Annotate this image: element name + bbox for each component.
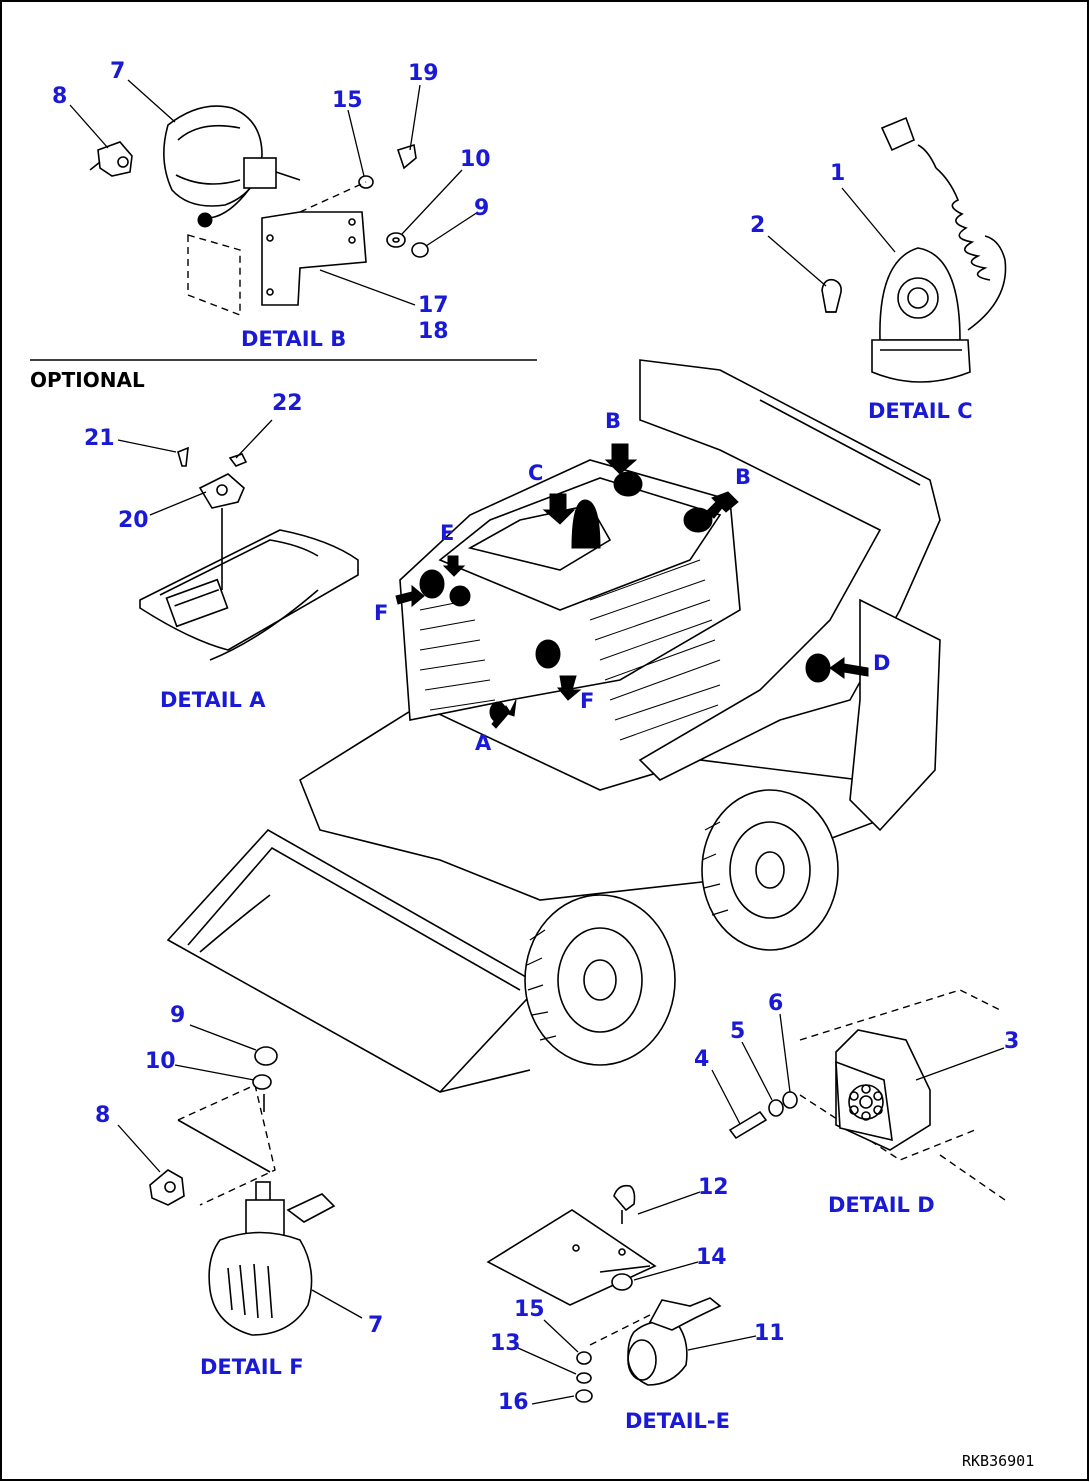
detail-e-drawing [486, 1184, 757, 1405]
callout-d-6: 6 [768, 991, 783, 1016]
locator-a: A [475, 731, 492, 755]
detail-c-caption: DETAIL C [868, 399, 973, 423]
detail-b-caption: DETAIL B [241, 327, 346, 351]
callout-d-4: 4 [694, 1047, 709, 1072]
locator-c: C [528, 461, 543, 485]
detail-e-caption: DETAIL-E [625, 1409, 730, 1433]
callout-e-15: 15 [514, 1297, 545, 1322]
detail-a-caption: DETAIL A [160, 688, 266, 712]
locator-d: D [873, 651, 890, 675]
callout-f-9: 9 [170, 1003, 185, 1028]
image-code: RKB36901 [962, 1452, 1034, 1470]
detail-d-drawing [711, 989, 1006, 1201]
locator-b-upper: B [605, 409, 621, 433]
detail-a-drawing [117, 419, 359, 661]
detail-b-drawing [69, 79, 479, 317]
callout-e-14: 14 [696, 1245, 727, 1270]
detail-c-drawing [767, 116, 1007, 383]
callout-e-11: 11 [754, 1321, 785, 1346]
callout-e-13: 13 [490, 1331, 521, 1356]
callout-f-7: 7 [368, 1313, 383, 1338]
detail-f-drawing [117, 1024, 363, 1336]
callout-f-10: 10 [145, 1049, 176, 1074]
locator-f-right: F [580, 689, 594, 713]
callout-c-2: 2 [750, 213, 765, 238]
callout-d-3: 3 [1004, 1029, 1019, 1054]
callout-a-20: 20 [118, 508, 149, 533]
callout-d-5: 5 [730, 1019, 745, 1044]
callout-b-17: 17 [418, 293, 449, 318]
callout-b-7: 7 [110, 59, 125, 84]
skid-steer-loader-drawing [166, 359, 941, 1094]
callout-b-10: 10 [460, 147, 491, 172]
callout-b-9: 9 [474, 196, 489, 221]
locator-e: E [440, 521, 454, 545]
callout-a-22: 22 [272, 391, 303, 416]
detail-f-caption: DETAIL F [200, 1355, 304, 1379]
callout-e-16: 16 [498, 1390, 529, 1415]
callout-b-19: 19 [408, 61, 439, 86]
locator-b-right: B [735, 465, 751, 489]
callout-a-21: 21 [84, 426, 115, 451]
detail-d-caption: DETAIL D [828, 1193, 935, 1217]
callout-c-1: 1 [830, 161, 845, 186]
callout-b-8: 8 [52, 84, 67, 109]
optional-label: OPTIONAL [30, 368, 145, 392]
callout-f-8: 8 [95, 1103, 110, 1128]
locator-f-left: F [374, 601, 388, 625]
callout-b-18: 18 [418, 319, 449, 344]
callout-e-12: 12 [698, 1175, 729, 1200]
callout-b-15: 15 [332, 88, 363, 113]
